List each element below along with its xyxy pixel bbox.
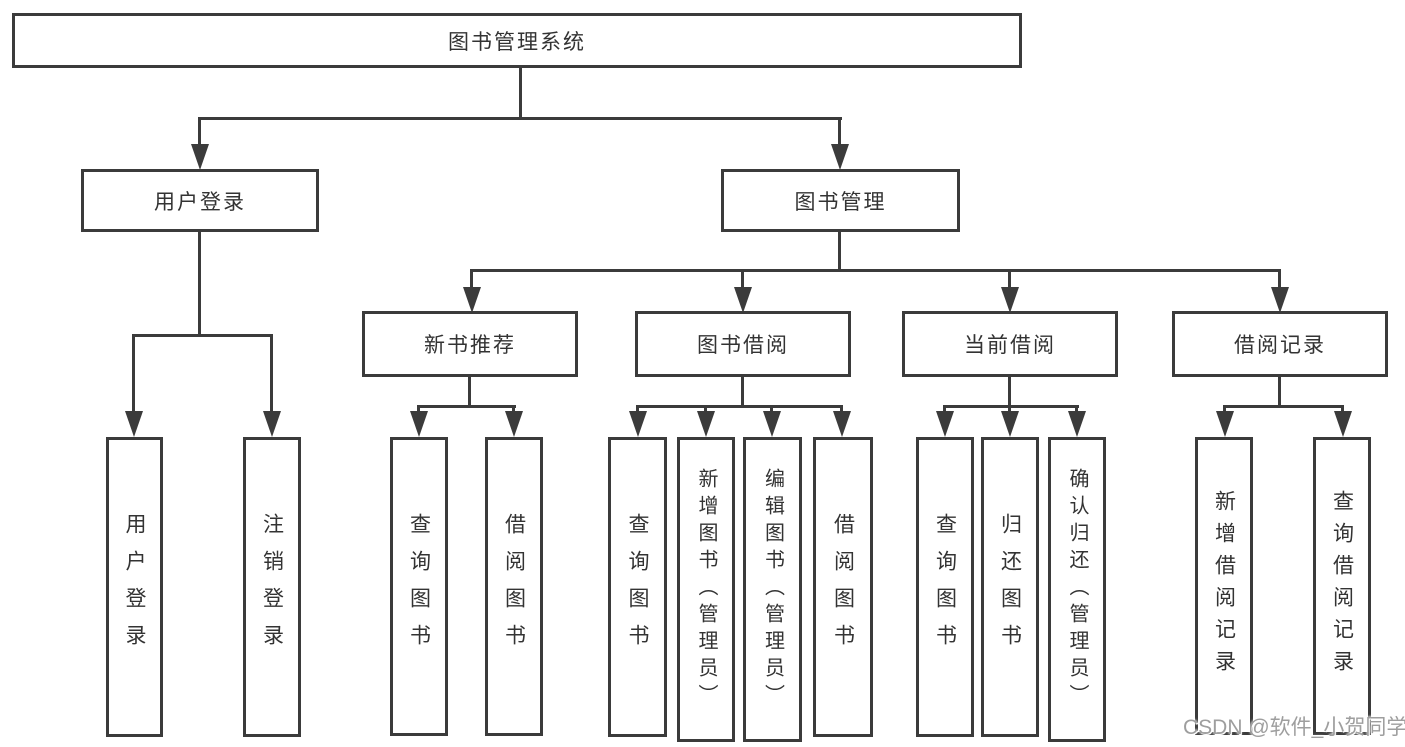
node-label: 当前借阅 <box>964 334 1056 357</box>
connector-drop <box>1278 269 1281 291</box>
arrowhead-down-icon <box>831 144 849 170</box>
node-user-login: 用户登录 <box>81 169 319 232</box>
connector-drop <box>470 269 473 291</box>
arrowhead-down-icon <box>763 411 781 437</box>
leaf-label: 查询图书 <box>626 513 649 661</box>
connector-drop <box>770 405 773 415</box>
connector-drop <box>704 405 707 415</box>
leaf-label: 注销登录 <box>260 513 284 661</box>
connector-level3-bar <box>470 269 1281 272</box>
connector-drop <box>132 334 135 414</box>
node-label: 图书管理 <box>794 190 887 214</box>
node-label: 借阅记录 <box>1234 334 1326 357</box>
connector-book-borrow-stem <box>741 377 744 408</box>
leaf-label: 查询图书 <box>933 513 957 661</box>
leaf-query-books: 查询图书 <box>390 437 448 736</box>
connector-root-stem <box>519 68 522 118</box>
leaf-return-books: 归还图书 <box>981 437 1039 737</box>
leaf-label: 借阅图书 <box>831 513 855 661</box>
node-library-management-system: 图书管理系统 <box>12 13 1022 68</box>
leaf-label: 查询图书 <box>407 512 431 661</box>
arrowhead-down-icon <box>833 411 851 437</box>
connector-drop <box>943 405 946 415</box>
leaf-label: 确认归还（管理员） <box>1066 468 1088 711</box>
connector-drop <box>838 117 841 147</box>
connector-new-book-bar <box>417 405 516 408</box>
arrowhead-down-icon <box>1334 411 1352 437</box>
arrowhead-down-icon <box>1216 411 1234 437</box>
arrowhead-down-icon <box>1001 287 1019 313</box>
connector-drop <box>270 334 273 414</box>
node-label: 用户登录 <box>154 190 246 214</box>
leaf-borrow-books-2: 借阅图书 <box>813 437 873 737</box>
connector-user-login-bar <box>132 334 273 337</box>
connector-user-login-stem <box>198 232 201 337</box>
arrowhead-down-icon <box>263 411 281 437</box>
node-label: 新书推荐 <box>424 334 516 357</box>
arrowhead-down-icon <box>1001 411 1019 437</box>
connector-drop <box>1223 405 1226 415</box>
leaf-label: 新增图书（管理员） <box>695 468 717 711</box>
node-book-management: 图书管理 <box>721 169 960 232</box>
leaf-label: 查询借阅记录 <box>1330 490 1354 682</box>
connector-drop <box>512 405 515 415</box>
connector-drop <box>741 269 744 291</box>
connector-level2-bar <box>198 117 842 120</box>
connector-records-stem <box>1278 377 1281 408</box>
leaf-borrow-books: 借阅图书 <box>485 437 543 736</box>
arrowhead-down-icon <box>697 411 715 437</box>
arrowhead-down-icon <box>629 411 647 437</box>
connector-drop <box>417 405 420 415</box>
connector-book-borrow-bar <box>636 405 843 408</box>
arrowhead-down-icon <box>936 411 954 437</box>
leaf-query-books-3: 查询图书 <box>916 437 974 737</box>
leaf-label: 用户登录 <box>123 513 146 661</box>
node-new-book-recommend: 新书推荐 <box>362 311 578 377</box>
leaf-confirm-return-admin: 确认归还（管理员） <box>1048 437 1106 742</box>
leaf-user-login: 用户登录 <box>106 437 163 737</box>
connector-drop <box>1008 269 1011 291</box>
node-label: 图书借阅 <box>697 334 789 357</box>
leaf-query-books-2: 查询图书 <box>608 437 667 737</box>
connector-drop <box>1008 405 1011 415</box>
leaf-query-borrow-record: 查询借阅记录 <box>1313 437 1371 735</box>
connector-current-borrow-stem <box>1008 377 1011 408</box>
arrowhead-down-icon <box>505 411 523 437</box>
connector-drop <box>636 405 639 415</box>
connector-drop <box>198 117 201 147</box>
node-borrow-records: 借阅记录 <box>1172 311 1388 377</box>
node-label: 图书管理系统 <box>448 30 586 54</box>
arrowhead-down-icon <box>1068 411 1086 437</box>
connector-drop <box>1341 405 1344 415</box>
leaf-label: 归还图书 <box>998 513 1022 661</box>
connector-drop <box>1075 405 1078 415</box>
connector-new-book-stem <box>468 377 471 408</box>
arrowhead-down-icon <box>191 144 209 170</box>
csdn-watermark: CSDN @软件_小贺同学 <box>1183 716 1405 739</box>
leaf-edit-books-admin: 编辑图书（管理员） <box>743 437 802 742</box>
leaf-label: 新增借阅记录 <box>1212 490 1236 682</box>
arrowhead-down-icon <box>734 287 752 313</box>
leaf-logout-login: 注销登录 <box>243 437 301 737</box>
arrowhead-down-icon <box>125 411 143 437</box>
node-current-borrow: 当前借阅 <box>902 311 1118 377</box>
arrowhead-down-icon <box>410 411 428 437</box>
node-book-borrow: 图书借阅 <box>635 311 851 377</box>
leaf-add-borrow-record: 新增借阅记录 <box>1195 437 1253 735</box>
connector-records-bar <box>1223 405 1344 408</box>
leaf-label: 编辑图书（管理员） <box>761 468 784 711</box>
connector-book-mgmt-stem <box>838 232 841 272</box>
arrowhead-down-icon <box>1271 287 1289 313</box>
connector-drop <box>840 405 843 415</box>
connector-current-borrow-bar <box>943 405 1079 408</box>
leaf-label: 借阅图书 <box>502 512 526 661</box>
arrowhead-down-icon <box>463 287 481 313</box>
leaf-add-books-admin: 新增图书（管理员） <box>677 437 735 742</box>
